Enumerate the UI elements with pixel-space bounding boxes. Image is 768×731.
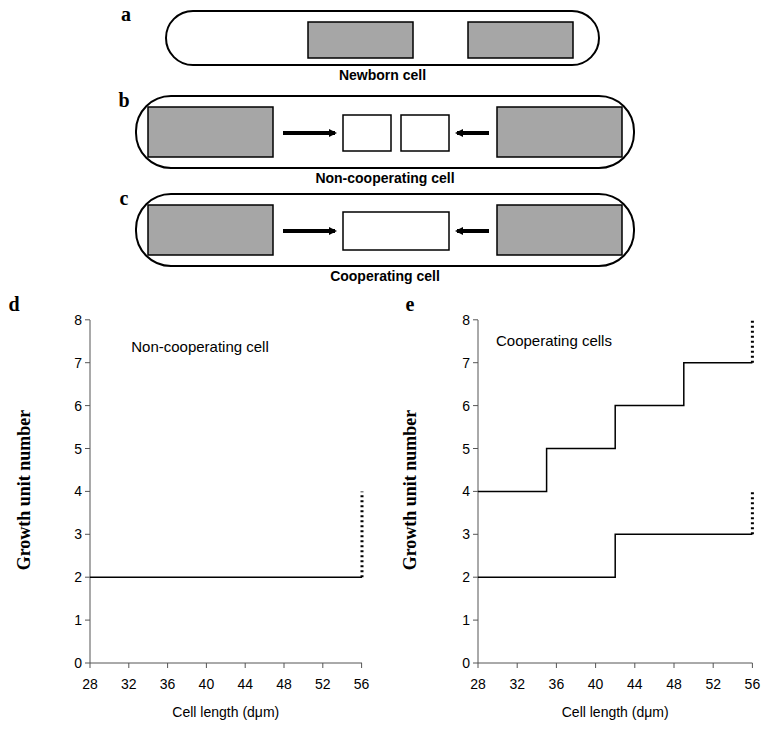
tick-label: 7	[74, 355, 82, 371]
tick-mark	[85, 663, 90, 664]
tick-mark	[473, 319, 478, 320]
tick-mark	[322, 663, 323, 668]
tick-label: 40	[588, 676, 604, 692]
tick-mark	[473, 448, 478, 449]
tick-label: 44	[627, 676, 643, 692]
tick-label: 48	[666, 676, 682, 692]
tick-label: 3	[74, 526, 82, 542]
tick-mark	[206, 663, 207, 668]
arrows	[283, 133, 489, 231]
tick-label: 32	[121, 676, 137, 692]
tick-label: 40	[199, 676, 215, 692]
axis-title: Growth unit number	[400, 410, 421, 571]
panel-letter: e	[406, 293, 415, 316]
tick-label: 2	[462, 569, 470, 585]
tick-label: 44	[237, 676, 253, 692]
tick-label: 36	[160, 676, 176, 692]
tick-mark	[473, 491, 478, 492]
tick-mark	[361, 663, 362, 668]
tick-mark	[473, 362, 478, 363]
tick-mark	[595, 663, 596, 668]
tick-label: 36	[549, 676, 565, 692]
tick-mark	[713, 663, 714, 668]
tick-label: 4	[462, 483, 470, 499]
tick-mark	[85, 534, 90, 535]
tick-mark	[90, 663, 91, 668]
axes	[90, 320, 752, 663]
tick-label: 56	[745, 676, 761, 692]
tick-mark	[674, 663, 675, 668]
tick-mark	[473, 577, 478, 578]
tick-label: 5	[462, 441, 470, 457]
panel-letter: a	[121, 3, 131, 26]
tick-mark	[556, 663, 557, 668]
tick-label: 3	[462, 526, 470, 542]
tick-mark	[473, 620, 478, 621]
cell-caption: Cooperating cell	[330, 268, 440, 284]
tick-mark	[85, 448, 90, 449]
tick-label: 4	[74, 483, 82, 499]
tick-mark	[478, 663, 479, 668]
tick-label: 0	[74, 655, 82, 671]
series-label: Non-cooperating cell	[130, 338, 270, 355]
axis-title: Cell length (dμm)	[172, 704, 279, 720]
step-lines	[90, 363, 752, 578]
growth-units	[148, 22, 622, 255]
tick-label: 2	[74, 569, 82, 585]
cell-outline: Non-cooperating cell	[135, 95, 635, 169]
tick-mark	[473, 663, 478, 664]
tick-mark	[245, 663, 246, 668]
tick-label: 8	[74, 312, 82, 328]
tick-mark	[752, 663, 753, 668]
tick-mark	[634, 663, 635, 668]
tick-mark	[473, 534, 478, 535]
tick-label: 52	[315, 676, 331, 692]
tick-mark	[128, 663, 129, 668]
tick-mark	[473, 405, 478, 406]
tick-label: 7	[462, 355, 470, 371]
tick-label: 56	[354, 676, 370, 692]
tick-label: 1	[74, 612, 82, 628]
tick-mark	[85, 319, 90, 320]
tick-mark	[517, 663, 518, 668]
tick-label: 5	[74, 441, 82, 457]
series-label: Cooperating cells	[496, 332, 612, 349]
tick-label: 28	[470, 676, 486, 692]
cell-outline: Cooperating cell	[135, 193, 635, 267]
tick-label: 1	[462, 612, 470, 628]
tick-mark	[85, 362, 90, 363]
tick-label: 48	[276, 676, 292, 692]
cell-caption: Non-cooperating cell	[315, 170, 454, 186]
axis-title: Growth unit number	[14, 410, 35, 571]
cell-outline: Newborn cell	[165, 10, 600, 66]
tick-mark	[85, 405, 90, 406]
tick-marks	[85, 320, 752, 668]
tick-label: 6	[74, 398, 82, 414]
panel-letter: c	[120, 187, 129, 210]
tick-mark	[284, 663, 285, 668]
tick-label: 8	[462, 312, 470, 328]
tick-mark	[167, 663, 168, 668]
dotted-extensions	[362, 320, 752, 577]
panel-letter: d	[8, 293, 19, 316]
tick-mark	[85, 577, 90, 578]
tick-label: 32	[509, 676, 525, 692]
cell-caption: Newborn cell	[339, 67, 426, 83]
tick-mark	[85, 620, 90, 621]
panel-letter: b	[118, 89, 129, 112]
tick-label: 28	[82, 676, 98, 692]
tick-label: 6	[462, 398, 470, 414]
tick-mark	[85, 491, 90, 492]
tick-label: 52	[705, 676, 721, 692]
tick-label: 0	[462, 655, 470, 671]
axis-title: Cell length (dμm)	[562, 704, 669, 720]
